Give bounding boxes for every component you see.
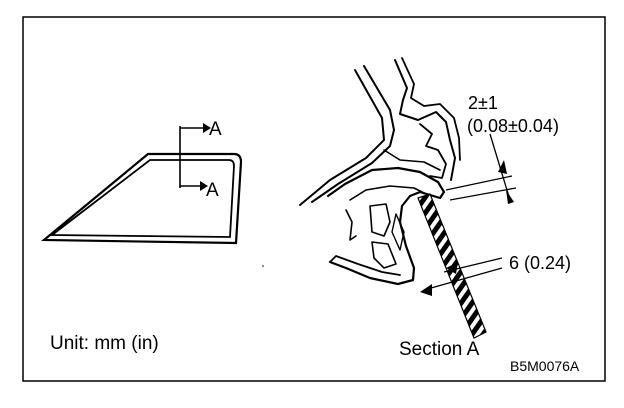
dim-top-ext-1 xyxy=(445,175,513,191)
border xyxy=(22,16,606,382)
dim-top-leader xyxy=(489,133,511,201)
body-panel-outer xyxy=(299,69,385,206)
clip-hook xyxy=(419,123,447,179)
molding-cavity-2 xyxy=(371,241,397,269)
dim-top-arrow-1 xyxy=(498,160,507,174)
molding-cavity-3 xyxy=(391,213,405,251)
section-arrow-top-head xyxy=(203,123,211,133)
top-trim-curve xyxy=(383,149,441,171)
unit-label: Unit: mm (in) xyxy=(50,333,159,354)
window-inner-outline xyxy=(49,159,235,238)
roof-panel-outer xyxy=(394,59,456,181)
molding-lip xyxy=(329,255,401,276)
diagram-frame xyxy=(22,16,606,382)
molding-cavity-1 xyxy=(369,203,391,237)
section-label: Section A xyxy=(399,339,480,360)
molding-inner-1 xyxy=(349,185,427,201)
molding-clip xyxy=(345,209,357,241)
dimension-top-inch: (0.08±0.04) xyxy=(467,116,559,136)
dim-side-arrow-2 xyxy=(420,284,432,296)
figure-code: B5M0076A xyxy=(510,358,580,374)
molding-outer xyxy=(326,166,446,286)
stray-dot xyxy=(262,265,264,267)
dim-top-arrow-2 xyxy=(506,190,514,204)
section-mark-bottom-label: A xyxy=(206,180,219,201)
dim-top-ext-2 xyxy=(449,187,517,201)
section-arrow-bottom-head xyxy=(200,181,208,191)
dimension-top-mm: 2±1 xyxy=(468,93,498,113)
dim-side-ext-1 xyxy=(423,267,503,291)
dimension-side: 6 (0.24) xyxy=(509,253,572,273)
roof-panel-inner xyxy=(401,57,461,161)
body-panel-inner xyxy=(311,65,395,203)
window-outer-outline xyxy=(41,152,243,245)
section-mark-top-label: A xyxy=(209,119,222,140)
dim-side-arrow-1 xyxy=(446,262,458,274)
